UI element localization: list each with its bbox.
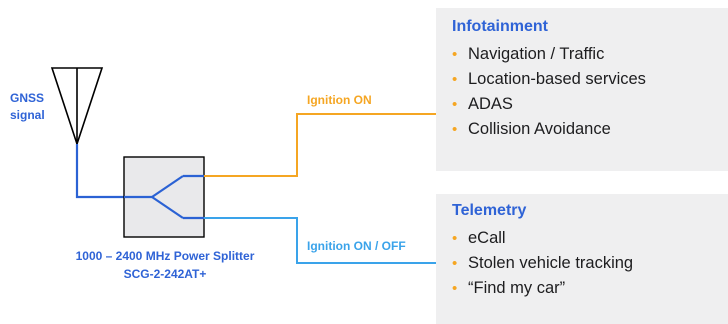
bullet-icon: • bbox=[452, 255, 458, 272]
list-item-label: Stolen vehicle tracking bbox=[468, 254, 634, 272]
bullet-icon: • bbox=[452, 96, 458, 113]
splitter-label-line2: SCG-2-242AT+ bbox=[123, 267, 207, 281]
infotainment-list: • Navigation / Traffic • Location-based se… bbox=[452, 42, 728, 142]
infotainment-panel: Infotainment • Navigation / Traffic • Loca… bbox=[436, 8, 728, 171]
splitter-internal-paths bbox=[124, 174, 204, 220]
ignition-on-wire bbox=[204, 113, 436, 177]
list-item: • Stolen vehicle tracking bbox=[452, 251, 728, 276]
antenna-icon bbox=[50, 67, 104, 147]
gnss-signal-label: GNSS signal bbox=[10, 90, 45, 124]
list-item-label: ADAS bbox=[468, 95, 513, 113]
splitter-label-line1: 1000 – 2400 MHz Power Splitter bbox=[75, 249, 255, 263]
gnss-feed-wire bbox=[75, 144, 124, 199]
ignition-on-label: Ignition ON bbox=[307, 93, 372, 107]
bullet-icon: • bbox=[452, 230, 458, 247]
bullet-icon: • bbox=[452, 280, 458, 297]
gnss-label-line1: GNSS bbox=[10, 91, 45, 105]
ignition-on-off-wire bbox=[204, 217, 436, 264]
list-item-label: Navigation / Traffic bbox=[468, 45, 605, 63]
list-item-label: eCall bbox=[468, 229, 506, 247]
list-item-label: “Find my car” bbox=[468, 279, 566, 297]
list-item-label: Location-based services bbox=[468, 70, 646, 88]
power-splitter-label: 1000 – 2400 MHz Power Splitter SCG-2-242… bbox=[30, 247, 300, 283]
list-item: • Navigation / Traffic bbox=[452, 42, 728, 67]
bullet-icon: • bbox=[452, 121, 458, 138]
infotainment-title: Infotainment bbox=[452, 18, 548, 35]
list-item: • Collision Avoidance bbox=[452, 117, 728, 142]
bullet-icon: • bbox=[452, 46, 458, 63]
list-item: • ADAS bbox=[452, 92, 728, 117]
bullet-icon: • bbox=[452, 71, 458, 88]
list-item: • Location-based services bbox=[452, 67, 728, 92]
gnss-label-line2: signal bbox=[10, 108, 45, 122]
telemetry-panel: Telemetry • eCall • Stolen vehicle trackin… bbox=[436, 194, 728, 324]
list-item: • “Find my car” bbox=[452, 276, 728, 301]
ignition-on-off-label: Ignition ON / OFF bbox=[307, 239, 406, 253]
list-item-label: Collision Avoidance bbox=[468, 120, 611, 138]
list-item: • eCall bbox=[452, 226, 728, 251]
telemetry-list: • eCall • Stolen vehicle tracking • “Find m… bbox=[452, 226, 728, 301]
telemetry-title: Telemetry bbox=[452, 202, 527, 219]
